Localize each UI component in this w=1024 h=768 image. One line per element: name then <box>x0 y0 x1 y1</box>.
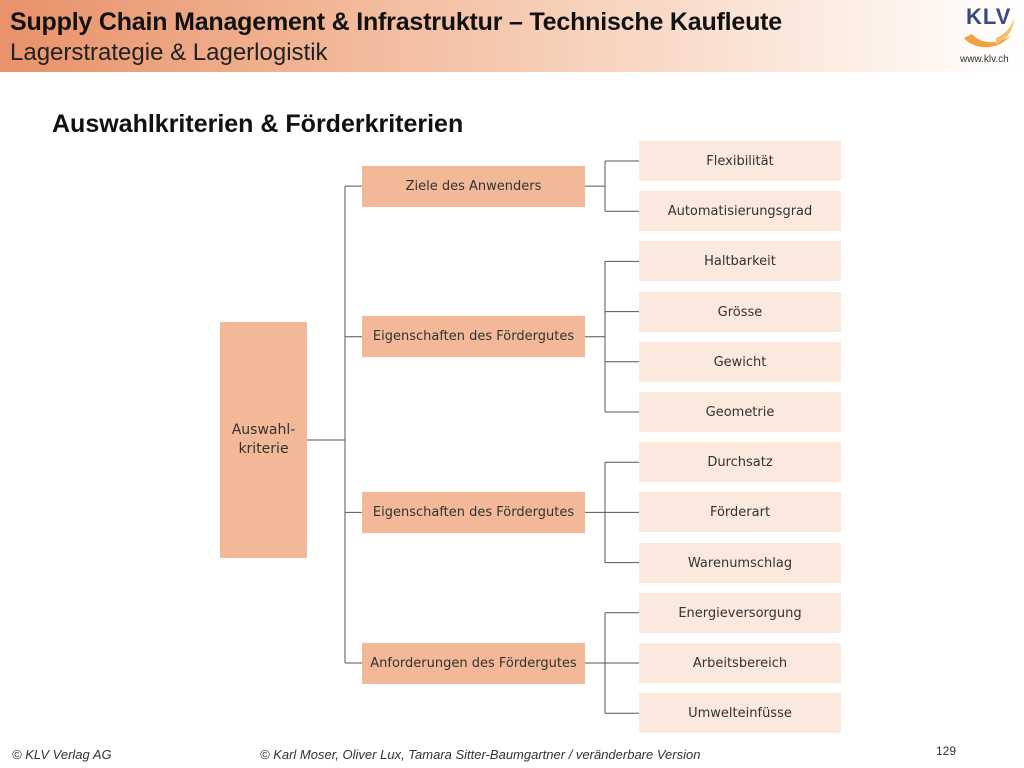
leaf-box: Geometrie <box>639 392 841 432</box>
root-box-auswahlkriterie: Auswahl- kriterie <box>220 322 307 558</box>
leaf-box: Warenumschlag <box>639 543 841 583</box>
leaf-box: Automatisierungsgrad <box>639 191 841 231</box>
category-box: Ziele des Anwenders <box>362 166 585 207</box>
category-box: Eigenschaften des Fördergutes <box>362 316 585 357</box>
leaf-box: Gewicht <box>639 342 841 382</box>
leaf-box: Arbeitsbereich <box>639 643 841 683</box>
leaf-box: Grösse <box>639 292 841 332</box>
footer-publisher: © KLV Verlag AG <box>12 747 112 762</box>
page-number: 129 <box>936 744 957 758</box>
category-box: Eigenschaften des Fördergutes <box>362 492 585 533</box>
slide-title: Auswahlkriterien & Förderkriterien <box>52 110 464 138</box>
klv-logo-icon <box>964 18 1014 48</box>
leaf-box: Umwelteinfüsse <box>639 693 841 733</box>
leaf-box: Flexibilität <box>639 141 841 181</box>
leaf-box: Förderart <box>639 492 841 532</box>
leaf-box: Durchsatz <box>639 442 841 482</box>
leaf-box: Energieversorgung <box>639 593 841 633</box>
footer-authors: © Karl Moser, Oliver Lux, Tamara Sitter-… <box>260 747 701 762</box>
header-subtitle: Lagerstrategie & Lagerlogistik <box>10 39 328 66</box>
leaf-box: Haltbarkeit <box>639 241 841 281</box>
logo-url: www.klv.ch <box>960 54 1009 65</box>
header-title: Supply Chain Management & Infrastruktur … <box>10 8 782 36</box>
header-bar: Supply Chain Management & Infrastruktur … <box>0 0 1024 72</box>
logo-wordmark: KLV <box>966 4 1012 29</box>
category-box: Anforderungen des Fördergutes <box>362 643 585 684</box>
